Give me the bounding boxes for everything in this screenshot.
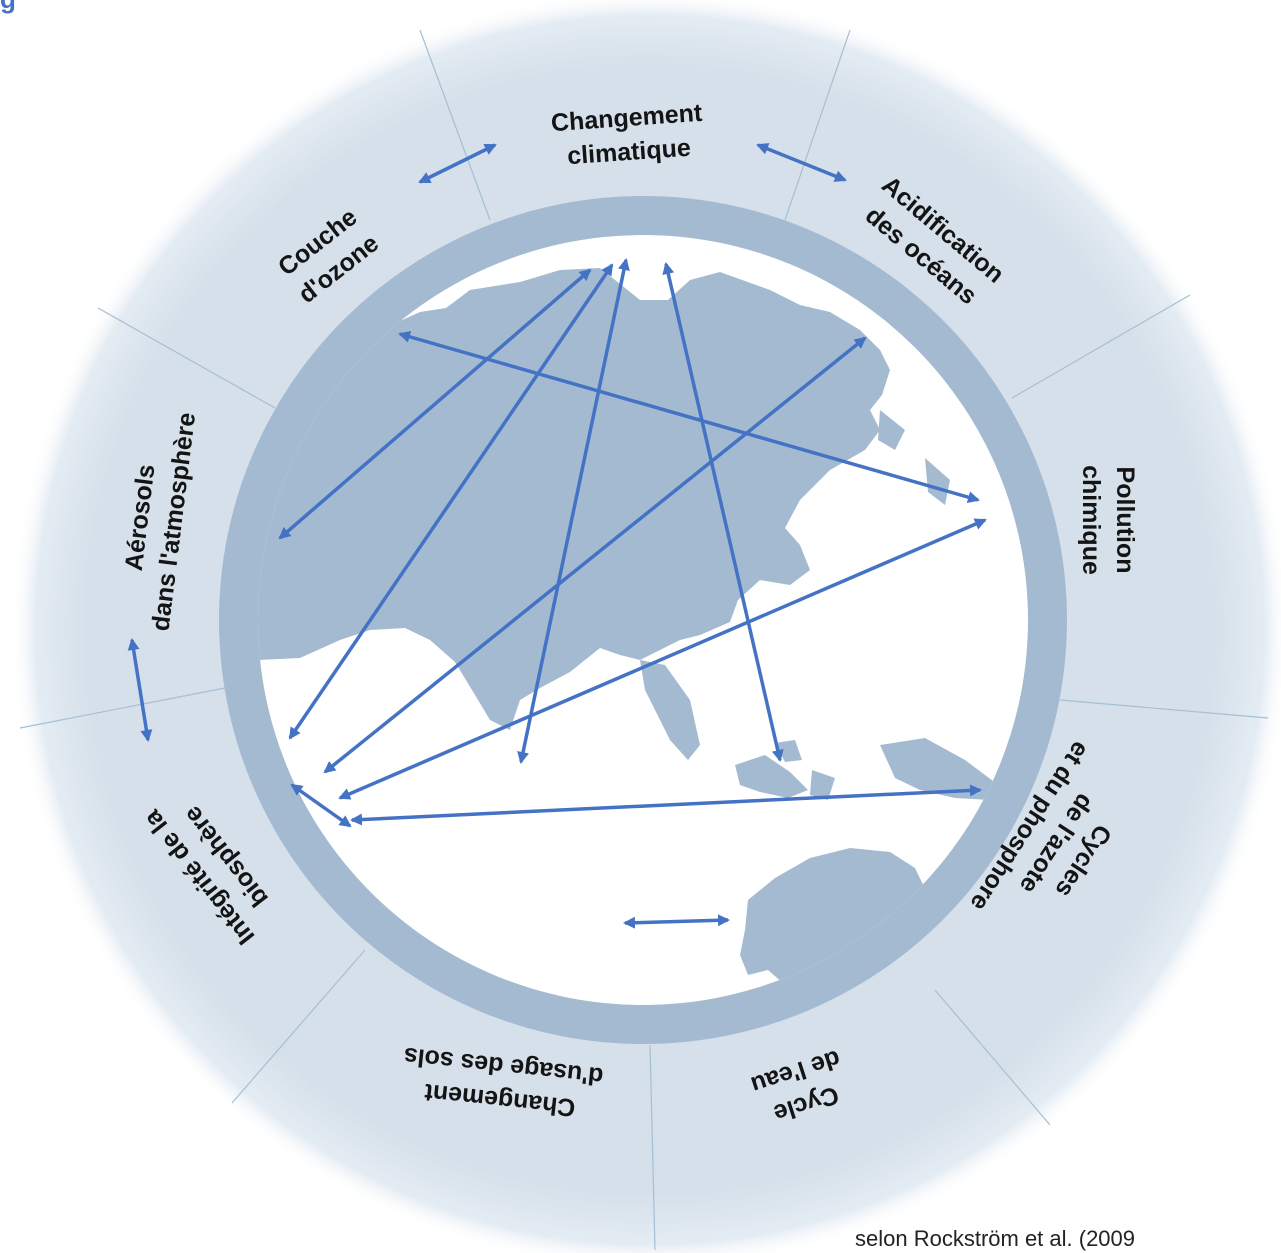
corner-stub-text: g [0,0,16,14]
arrow-aerosols-biosphere [127,638,153,742]
label-pollution-chimique: Pollution chimique [1077,465,1139,575]
source-note: selon Rockström et al. (2009 [855,1226,1135,1251]
sector-dividers [19,29,1269,1251]
arrow-pollution-biosphere [338,518,987,800]
label-line: chimique [1077,465,1105,575]
arrow-biosphere-landuse [290,783,352,828]
arrow-climate-acidification [756,143,847,182]
arrow-landuse-water [623,914,730,929]
interaction-arrows [127,143,987,929]
arrow-ozone-climate [418,143,497,184]
arrow-nutrients-biosphere [350,784,982,826]
label-line: Pollution [1111,467,1139,574]
